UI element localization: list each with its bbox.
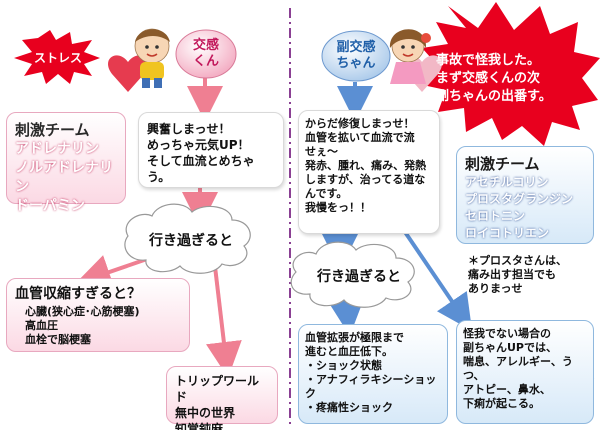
fukukokan-message-box: からだ修復しまっせ！ 血管を拡いて血流で流 せぇ～ 発赤、腫れ、痛み、発熱 しま… <box>298 110 440 234</box>
stim-team-right-box: 刺激チーム アセチルコリン プロスタグランジン セロトニン ロイコトリエン <box>456 146 594 244</box>
cloud-shape-right <box>290 241 415 308</box>
kokan-message-box: 興奮しまっせ！ めっちゃ元気UP！ そして血流とめちゃう。 <box>138 112 284 188</box>
stim-team-right-item: アセチルコリン <box>465 175 549 189</box>
prosta-note: ＊プロスタさんは、 痛み出す担当でも ありまっせ <box>468 254 567 295</box>
stim-team-left-item: アドレナリン <box>15 141 99 157</box>
overshoot-left-label: 行き過ぎると <box>149 233 233 249</box>
stim-team-left-box: 刺激チーム アドレナリン ノルアドレナリン ドーパミン <box>6 112 126 214</box>
stim-team-right-item: セロトニン <box>465 209 526 223</box>
girl-character-illustration <box>389 29 442 92</box>
vasoconstriction-title: 血管収縮すぎると？ <box>15 286 141 302</box>
stim-team-left-item: ドーパミン <box>15 198 85 214</box>
vasodilation-box: 血管拡張が極限まで 進むと血圧低下。 ・ショック状態 ・アナフィラキシーショック… <box>298 324 448 424</box>
stress-burst-shape <box>14 30 100 84</box>
overshoot-right-label: 行き過ぎると <box>317 269 401 285</box>
arrow-overshoot-to-vaso <box>74 255 151 290</box>
stress-label: ストレス <box>33 51 82 65</box>
accident-burst-text: 事故で怪我した。 まず交感くんの次 副ちゃんの出番す。 <box>436 53 552 104</box>
cloud-shape-left <box>124 203 251 274</box>
stim-team-right-title: 刺激チーム <box>465 155 540 173</box>
stim-team-left-title: 刺激チーム <box>15 121 90 139</box>
fukukokan-name: 副交感 ちゃん <box>336 40 376 71</box>
non-injury-box: 怪我でない場合の 副ちゃんUPでは、 喘息、アレルギー、うつ、 アトピー、鼻水、… <box>456 320 594 424</box>
kokan-bubble-shape <box>175 29 237 79</box>
kokan-name: 交感 くん <box>192 38 219 69</box>
arrow-msg-to-injury <box>403 230 473 331</box>
boy-character-illustration <box>108 28 170 92</box>
fukukokan-bubble-shape <box>321 30 391 82</box>
stim-team-right-item: プロスタグランジン <box>465 192 574 206</box>
accident-burst-shape <box>418 2 600 146</box>
trip-world-box: トリップワールド 無中の世界 知覚鈍麻 <box>166 366 278 430</box>
arrow-overshoot-to-trip <box>206 257 242 378</box>
vasoconstriction-text: 心臓(狭心症･心筋梗塞) 高血圧 血栓で脳梗塞 <box>25 305 140 346</box>
stim-team-right-item: ロイコトリエン <box>465 226 550 240</box>
vasoconstriction-box: 血管収縮すぎると？ 心臓(狭心症･心筋梗塞) 高血圧 血栓で脳梗塞 <box>6 278 190 352</box>
stim-team-left-item: ノルアドレナリン <box>15 160 113 195</box>
